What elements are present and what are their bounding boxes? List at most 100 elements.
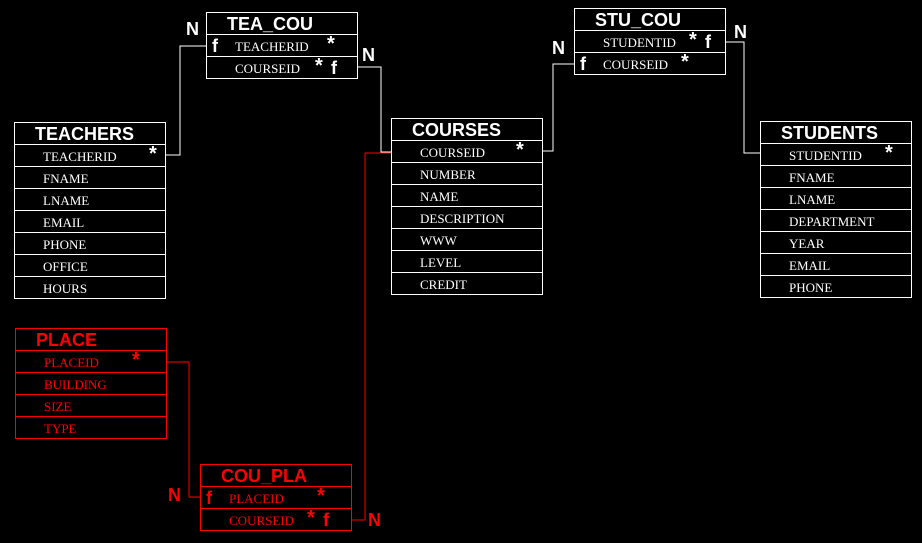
- cardinality-courses-stu_cou: N: [552, 38, 565, 58]
- field-row[interactable]: NAME: [392, 185, 542, 207]
- field-name: SIZE: [44, 399, 72, 414]
- field-name: PHONE: [789, 280, 833, 295]
- field-row[interactable]: PHONE: [761, 276, 911, 297]
- field-row[interactable]: PHONE: [15, 233, 165, 255]
- field-row[interactable]: NUMBER: [392, 163, 542, 185]
- field-row[interactable]: TEACHERID * f: [207, 33, 357, 57]
- field-row[interactable]: YEAR: [761, 232, 911, 254]
- cardinality-place-cou_pla: N: [168, 485, 181, 505]
- field-row[interactable]: LEVEL: [392, 251, 542, 273]
- field-name: COURSEID: [603, 57, 669, 72]
- field-name: CREDIT: [420, 277, 467, 292]
- field-row[interactable]: WWW: [392, 229, 542, 251]
- field-name: WWW: [420, 233, 457, 248]
- field-row[interactable]: COURSEID * f: [201, 507, 351, 530]
- field-name: COURSEID: [420, 145, 486, 160]
- line-teachers-tea_cou: [165, 45, 206, 156]
- field-name: NAME: [420, 189, 459, 204]
- field-row[interactable]: TYPE: [16, 417, 166, 438]
- field-name: TYPE: [44, 421, 77, 436]
- primary-key-icon: *: [681, 51, 689, 73]
- line-tea_cou-courses: [357, 66, 391, 153]
- field-row[interactable]: OFFICE: [15, 255, 165, 277]
- field-name: PLACEID: [44, 355, 99, 370]
- field-row[interactable]: STUDENTID * f: [575, 29, 725, 53]
- line-stu_cou-students: [725, 41, 760, 154]
- cardinality-tea_cou-courses: N: [362, 45, 375, 65]
- field-name: TEACHERID: [43, 149, 117, 164]
- primary-key-icon: *: [132, 349, 140, 371]
- field-row[interactable]: FNAME: [761, 166, 911, 188]
- field-name: PLACEID: [229, 491, 284, 506]
- table-courses[interactable]: COURSES COURSEID * NUMBER NAME DESCRIPTION WWW…: [391, 118, 543, 295]
- table-place[interactable]: PLACE PLACEID *BUILDING SIZE TYPE: [15, 328, 167, 439]
- field-name: LNAME: [789, 192, 836, 207]
- foreign-key-icon: f: [206, 488, 212, 508]
- field-row[interactable]: EMAIL: [761, 254, 911, 276]
- field-row[interactable]: SIZE: [16, 395, 166, 417]
- foreign-key-icon: f: [323, 510, 329, 530]
- primary-key-icon: *: [516, 139, 524, 161]
- field-row[interactable]: EMAIL: [15, 211, 165, 233]
- field-name: DEPARTMENT: [789, 214, 875, 229]
- primary-key-icon: *: [317, 485, 325, 507]
- field-name: COURSEID: [235, 61, 301, 76]
- cardinality-stu_cou-students: N: [734, 22, 747, 42]
- field-row[interactable]: STUDENTID *: [761, 142, 911, 166]
- field-name: COURSEID: [229, 513, 295, 528]
- table-title: PLACE: [16, 329, 166, 351]
- field-row[interactable]: DESCRIPTION: [392, 207, 542, 229]
- field-name: YEAR: [789, 236, 825, 251]
- primary-key-icon: *: [315, 55, 323, 77]
- foreign-key-icon: f: [580, 54, 586, 74]
- field-row[interactable]: PLACEID * f: [201, 485, 351, 509]
- cardinality-teachers-tea_cou: N: [186, 19, 199, 39]
- line-courses-stu_cou: [542, 63, 574, 152]
- field-row[interactable]: FNAME: [15, 167, 165, 189]
- primary-key-icon: *: [689, 29, 697, 51]
- field-row[interactable]: HOURS: [15, 277, 165, 298]
- foreign-key-icon: f: [705, 32, 711, 52]
- field-name: DESCRIPTION: [420, 211, 505, 226]
- field-row[interactable]: BUILDING: [16, 373, 166, 395]
- table-title: TEA_COU: [207, 13, 357, 35]
- primary-key-icon: *: [885, 142, 893, 164]
- field-name: EMAIL: [43, 215, 85, 230]
- field-name: STUDENTID: [789, 148, 862, 163]
- line-courses-cou_pla: [351, 152, 391, 521]
- table-title: COURSES: [392, 119, 542, 141]
- field-row[interactable]: COURSEID * f: [207, 55, 357, 78]
- table-title: COU_PLA: [201, 465, 351, 487]
- table-title: TEACHERS: [15, 123, 165, 145]
- field-name: TEACHERID: [235, 39, 309, 54]
- field-name: LEVEL: [420, 255, 462, 270]
- field-name: FNAME: [43, 171, 89, 186]
- field-row[interactable]: LNAME: [15, 189, 165, 211]
- field-name: STUDENTID: [603, 35, 676, 50]
- field-name: HOURS: [43, 281, 88, 296]
- primary-key-icon: *: [307, 507, 315, 529]
- field-row[interactable]: TEACHERID*: [15, 143, 165, 167]
- field-row[interactable]: LNAME: [761, 188, 911, 210]
- foreign-key-icon: f: [331, 58, 337, 78]
- field-row[interactable]: DEPARTMENT: [761, 210, 911, 232]
- line-place-cou_pla: [166, 361, 200, 498]
- field-row[interactable]: CREDIT: [392, 273, 542, 294]
- field-name: LNAME: [43, 193, 90, 208]
- field-name: EMAIL: [789, 258, 831, 273]
- table-title: STU_COU: [575, 9, 725, 31]
- field-row[interactable]: COURSEID *: [392, 139, 542, 163]
- field-row[interactable]: COURSEID * f: [575, 51, 725, 74]
- cardinality-courses-cou_pla: N: [368, 510, 381, 530]
- foreign-key-icon: f: [212, 36, 218, 56]
- primary-key-icon: *: [327, 33, 335, 55]
- field-row[interactable]: PLACEID *: [16, 349, 166, 373]
- field-name: PHONE: [43, 237, 87, 252]
- field-name: NUMBER: [420, 167, 476, 182]
